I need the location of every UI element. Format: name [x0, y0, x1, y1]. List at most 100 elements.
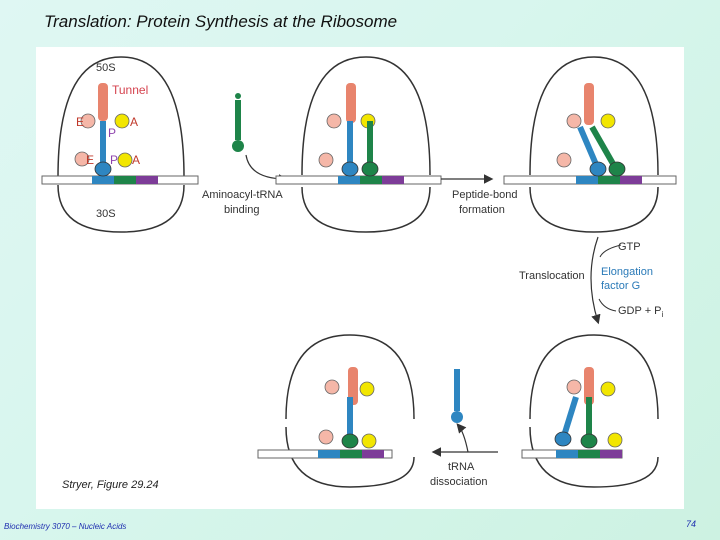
small-subunit — [301, 186, 431, 233]
step-peptide-bond-2: formation — [459, 204, 505, 216]
e-site-marker — [80, 113, 96, 129]
p-site-trna — [577, 125, 601, 171]
p-site-anticodon — [341, 161, 359, 177]
step-dissociation-1: tRNA — [448, 461, 475, 473]
a-site-lower-marker — [361, 433, 377, 449]
released-trna-anticodon — [451, 411, 463, 423]
trna-dissociation-step: tRNA dissociation — [430, 369, 498, 488]
codon-a — [600, 450, 622, 458]
ribosome-4 — [521, 334, 659, 488]
e-site-lower-marker — [318, 429, 334, 445]
ribosome-elongation-diagram: 50S 30S Tunnel E P A E P A Aminoacyl-tRN… — [41, 56, 677, 488]
codon-a — [598, 176, 620, 184]
a-site-trna — [589, 125, 619, 171]
codon-e — [318, 450, 340, 458]
codon-p — [338, 176, 360, 184]
e-site-marker — [326, 113, 342, 129]
translocation-step: Translocation GTP Elongation factor G GD… — [519, 236, 664, 325]
label-gdp-subscript: i — [662, 310, 664, 319]
p-site-anticodon — [341, 433, 359, 449]
codon-p — [578, 450, 600, 458]
peptide-chain — [346, 83, 356, 123]
peptide-chain — [584, 367, 594, 405]
label-gdp-main: GDP + P — [618, 305, 662, 317]
e-site-lower-marker — [74, 151, 90, 167]
site-a-lower: A — [132, 153, 140, 167]
large-subunit — [285, 334, 415, 420]
codon-a — [114, 176, 136, 184]
arrow-gdp-out — [598, 298, 617, 312]
figure-caption: Stryer, Figure 29.24 — [62, 479, 159, 491]
arrow-release — [456, 423, 469, 453]
p-site-trna — [347, 121, 353, 167]
codon-p — [92, 176, 114, 184]
a-site-trna — [367, 121, 373, 167]
slide-title: Translation: Protein Synthesis at the Ri… — [44, 12, 398, 31]
peptide-chain — [348, 367, 358, 405]
a-site-marker — [600, 113, 616, 129]
a-site-anticodon — [608, 161, 626, 177]
large-subunit — [529, 334, 659, 420]
a-site-lower-marker — [607, 432, 623, 448]
site-a-upper: A — [130, 115, 138, 129]
incoming-aminoacyl-trna: Aminoacyl-tRNA binding — [202, 93, 289, 216]
a-site-anticodon — [361, 161, 379, 177]
e-site-marker — [566, 379, 582, 395]
codon-a — [360, 176, 382, 184]
ribosome-2 — [275, 56, 442, 233]
peptide-chain — [584, 83, 594, 125]
a-site-marker — [600, 381, 616, 397]
site-e-upper: E — [76, 115, 84, 129]
step-dissociation-2: dissociation — [430, 476, 487, 488]
site-e-lower: E — [86, 153, 94, 167]
p-site-anticodon — [94, 161, 112, 177]
label-gdp: GDP + Pi — [618, 305, 664, 319]
ribosome-1: 50S 30S Tunnel E P A E P A — [41, 56, 199, 233]
e-site-marker — [324, 379, 340, 395]
large-subunit — [529, 56, 659, 176]
codon-p — [576, 176, 598, 184]
codon-a — [362, 450, 384, 458]
ribosome-3 — [503, 56, 677, 233]
large-subunit — [57, 56, 185, 178]
site-p-lower: P — [110, 153, 118, 167]
a-site-marker — [114, 113, 130, 129]
label-tunnel: Tunnel — [112, 83, 148, 97]
figure-panel: 50S 30S Tunnel E P A E P A Aminoacyl-tRN… — [36, 47, 684, 509]
e-site-marker — [566, 113, 582, 129]
small-subunit — [57, 184, 185, 233]
e-site-anticodon — [554, 431, 572, 447]
amino-acid-dot — [235, 93, 241, 99]
page-number: 74 — [686, 519, 697, 529]
ribosome-5 — [257, 334, 415, 488]
step-aminoacyl-2: binding — [224, 204, 259, 216]
site-p-upper: P — [108, 126, 116, 140]
large-subunit — [301, 56, 431, 176]
p-site-trna — [347, 397, 353, 441]
trna-anticodon — [232, 140, 244, 152]
p-site-anticodon — [580, 433, 598, 449]
codon-e — [556, 450, 578, 458]
trna-stem — [235, 100, 241, 140]
codon-p — [340, 450, 362, 458]
a-site-marker — [359, 381, 375, 397]
arrow-gtp-in — [599, 244, 622, 258]
a-site-lower-marker — [117, 152, 133, 168]
step-translocation: Translocation — [519, 270, 585, 282]
p-site-trna — [100, 121, 106, 165]
step-aminoacyl-1: Aminoacyl-tRNA — [202, 189, 283, 201]
label-ef-g-1: Elongation — [601, 266, 653, 278]
step-peptide-bond-1: Peptide-bond — [452, 189, 517, 201]
label-ef-g-2: factor G — [601, 280, 640, 292]
peptide-chain — [98, 83, 108, 121]
label-50s: 50S — [96, 62, 116, 74]
arrow-translocation — [590, 236, 601, 325]
label-gtp: GTP — [618, 241, 641, 253]
e-site-lower-marker — [556, 152, 572, 168]
e-site-lower-marker — [318, 152, 334, 168]
label-30s: 30S — [96, 208, 116, 220]
released-trna-stem — [454, 369, 460, 411]
codon-next — [382, 176, 404, 184]
codon-next — [620, 176, 642, 184]
p-site-trna — [586, 397, 592, 441]
